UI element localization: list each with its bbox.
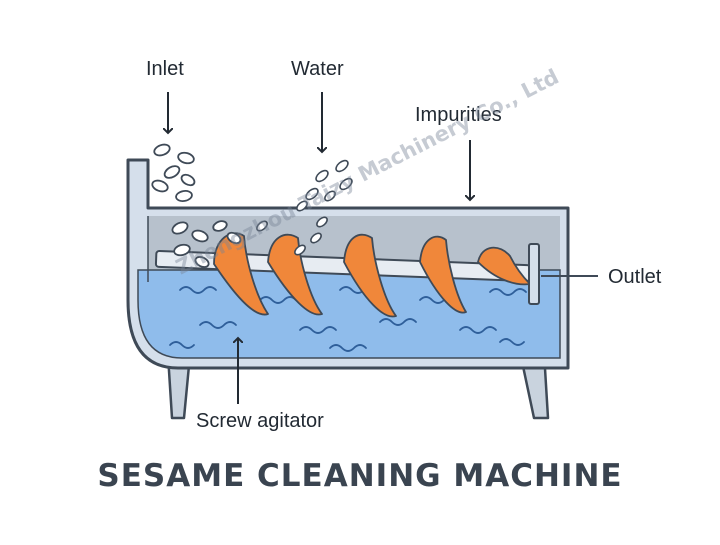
screw-agitator-label: Screw agitator (196, 410, 324, 432)
water-area (137, 269, 561, 359)
screw-blades (213, 232, 531, 318)
impurities-label: Impurities (415, 104, 502, 126)
water-waves (169, 286, 527, 352)
inlet-label: Inlet (146, 58, 184, 80)
water-label: Water (291, 58, 344, 80)
outlet-plate (528, 243, 540, 305)
outlet-label: Outlet (608, 266, 662, 288)
page-title: SESAME CLEANING MACHINE (97, 458, 623, 494)
inlet-seeds (151, 143, 242, 268)
water-droplets (256, 159, 353, 256)
